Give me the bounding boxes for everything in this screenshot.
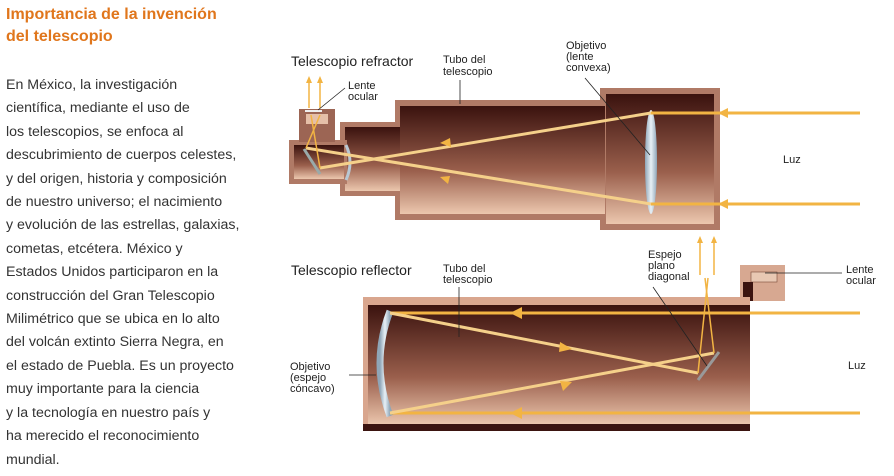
title-line-2: del telescopio — [6, 28, 113, 45]
refractor-eyepiece-label: Lente ocular — [348, 80, 379, 103]
reflector-concave-mirror — [376, 309, 394, 418]
reflector-tube-label: Tubo del telescopio — [443, 263, 493, 286]
refractor-diagonal-mirror — [302, 148, 322, 175]
body-line: Milimétrico que se ubica en lo alto — [6, 311, 220, 328]
reflector-light-label: Luz — [848, 360, 866, 372]
reflector-objective-label: Objetivo (espejo cóncavo) — [290, 361, 335, 395]
body-line: de nuestro universo; el nacimiento — [6, 194, 223, 211]
body-line: los telescopios, se enfoca al — [6, 123, 184, 140]
body-line: muy importante para la ciencia — [6, 381, 200, 398]
body-line: construcción del Gran Telescopio — [6, 287, 215, 304]
reflector-mirror-label: Espejo plano diagonal — [648, 249, 690, 283]
body-line: En México, la investigación — [6, 77, 178, 93]
refractor-objective-label: Objetivo (lente convexa) — [566, 40, 611, 74]
refractor-objective-lens — [645, 110, 657, 214]
body-paragraph: En México, la investigación científica, m… — [6, 74, 276, 472]
body-line: Estados Unidos participaron en la — [6, 264, 219, 281]
body-line: y del origen, historia y composición — [6, 170, 227, 187]
reflector-light-rays — [389, 240, 860, 415]
body-line: cometas, etcétera. México y — [6, 240, 183, 257]
body-line: ha merecido el reconocimiento — [6, 428, 200, 445]
section-title: Importancia de la invención del telescop… — [6, 4, 266, 48]
body-line: descubrimiento de cuerpos celestes, — [6, 147, 237, 164]
refractor-title: Telescopio refractor — [291, 53, 414, 69]
reflector-title: Telescopio reflector — [291, 262, 412, 278]
refractor-light-label: Luz — [783, 154, 801, 166]
reflector-diagonal-mirror — [696, 351, 721, 381]
body-line: el estado de Puebla. Es un proyecto — [6, 357, 234, 374]
reflector-telescope: Telescopio reflector Tubo del telescopio — [290, 236, 877, 431]
body-line: mundial. — [6, 451, 60, 468]
body-line: del volcán extinto Sierra Negra, en — [6, 334, 224, 351]
body-line: y la tecnología en nuestro país y — [6, 404, 211, 421]
refractor-telescope: Telescopio refractor — [289, 40, 860, 230]
refractor-tube-label: Tubo del telescopio — [443, 54, 493, 78]
body-line: y evolución de las estrellas, galaxias, — [6, 217, 240, 234]
reflector-eyepiece-label: Lente ocular — [846, 264, 877, 287]
refractor-light-rays — [305, 78, 860, 206]
body-line: científica, mediante el uso de — [6, 100, 190, 117]
title-line-1: Importancia de la invención — [6, 6, 217, 23]
